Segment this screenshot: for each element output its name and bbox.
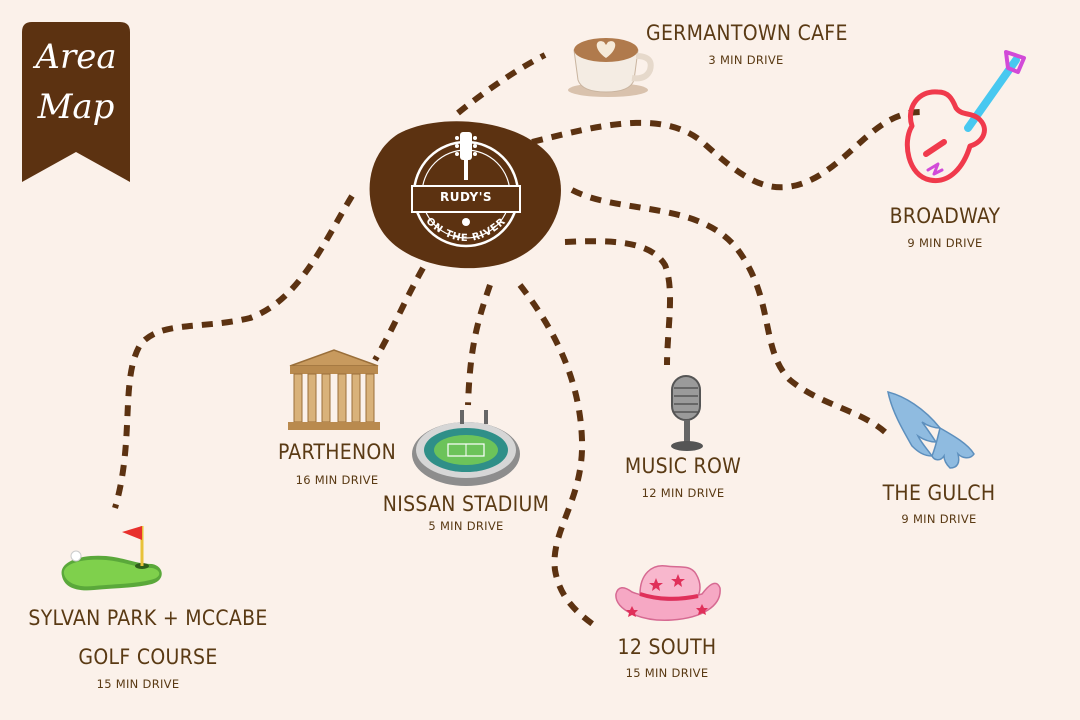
area-map-title: Area Map: [22, 32, 130, 132]
banner-line-2: Map: [37, 87, 115, 127]
music-row-name: MUSIC ROW: [624, 454, 742, 478]
cowboy-hat-icon: [615, 565, 721, 621]
microphone-icon: [671, 375, 703, 451]
route-the-gulch: [570, 187, 887, 435]
neon-guitar-icon: [904, 50, 1026, 184]
route-parthenon: [372, 266, 426, 362]
parthenon-name: PARTHENON: [277, 440, 397, 464]
center-subtitle-arc: ON THE RIVER: [424, 216, 509, 244]
sylvan-park-name-line-2: GOLF COURSE: [78, 645, 218, 669]
parthenon-drive: 16 MIN DRIVE: [295, 473, 379, 487]
route-broadway: [531, 108, 926, 191]
coffee-cup-icon: [568, 38, 654, 97]
germantown-cafe-name: GERMANTOWN CAFE: [646, 21, 848, 45]
center-subtitle: ON THE RIVER: [424, 216, 508, 244]
the-gulch-name: THE GULCH: [882, 481, 996, 505]
rudys-logo: [369, 121, 561, 269]
angel-wings-icon: [887, 390, 975, 469]
route-sylvan-park: [112, 194, 355, 509]
sylvan-park-name-line-1: SYLVAN PARK + MCCABE: [28, 606, 268, 630]
germantown-cafe-drive: 3 MIN DRIVE: [708, 53, 784, 67]
banner-line-1: Area: [35, 37, 117, 77]
route-12-south: [517, 283, 600, 631]
nissan-stadium-name: NISSAN STADIUM: [382, 492, 550, 516]
route-germantown-cafe: [456, 52, 547, 116]
golf-green-icon: [61, 526, 162, 591]
sylvan-park-drive: 15 MIN DRIVE: [96, 677, 180, 691]
parthenon-icon: [288, 349, 380, 430]
12-south-name: 12 SOUTH: [617, 635, 717, 659]
music-row-drive: 12 MIN DRIVE: [641, 486, 725, 500]
broadway-name: BROADWAY: [889, 204, 1001, 228]
svg-text:ON THE RIVER: ON THE RIVER: [424, 216, 509, 244]
broadway-drive: 9 MIN DRIVE: [907, 236, 983, 250]
nissan-stadium-drive: 5 MIN DRIVE: [428, 519, 504, 533]
area-map-banner: [22, 22, 130, 182]
route-music-row: [564, 238, 674, 366]
center-name: RUDY'S: [439, 190, 493, 204]
route-nissan-stadium: [465, 284, 493, 406]
12-south-drive: 15 MIN DRIVE: [625, 666, 709, 680]
the-gulch-drive: 9 MIN DRIVE: [901, 512, 977, 526]
stadium-icon: [412, 410, 520, 486]
